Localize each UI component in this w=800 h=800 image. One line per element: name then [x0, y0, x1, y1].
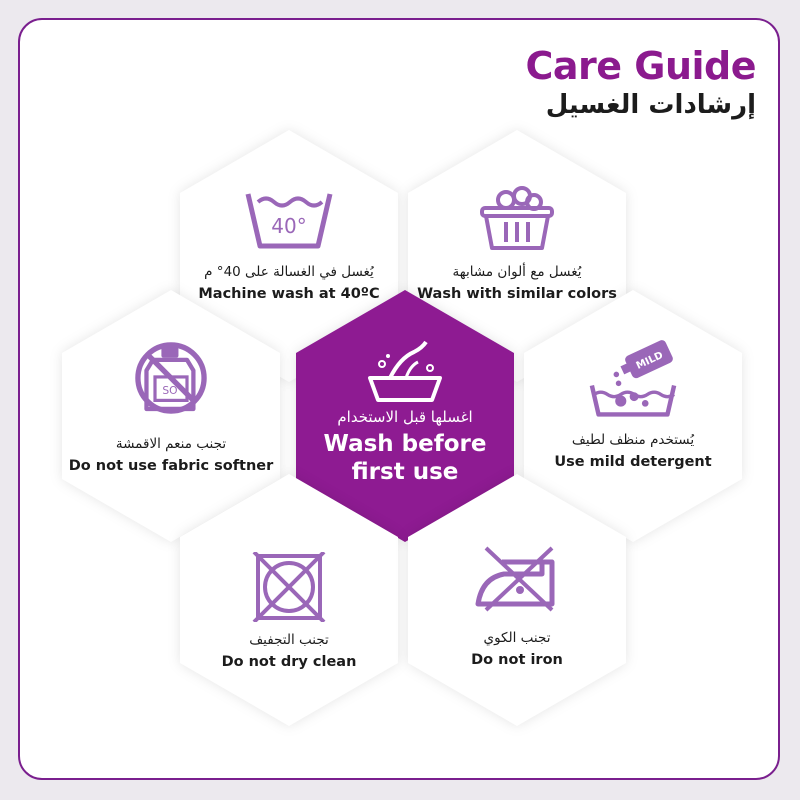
- first-use-label-line1: Wash before: [323, 431, 487, 457]
- tile-iron: تجنب الكوي Do not iron: [408, 474, 626, 726]
- iron-label-ar: تجنب الكوي: [483, 630, 551, 646]
- tile-fabric-softener: SO تجنب منعم الاقمشة Do not use fabric s…: [62, 290, 280, 542]
- svg-text:SO: SO: [162, 384, 177, 397]
- hand-wash-basin-icon: [368, 340, 442, 402]
- laundry-basket-icon: [480, 186, 554, 250]
- dry-clean-label: Do not dry clean: [221, 654, 357, 670]
- no-dry-clean-icon: [252, 552, 326, 622]
- fabric-softener-label: Do not use fabric softner: [68, 458, 274, 474]
- first-use-label-line2: first use: [351, 459, 459, 485]
- page-title: Care Guide: [525, 44, 756, 88]
- similar-colors-label: Wash with similar colors: [417, 286, 617, 302]
- dry-clean-label-ar: تجنب التجفيف: [249, 632, 329, 648]
- no-fabric-softener-icon: SO: [135, 342, 207, 414]
- fabric-softener-label-ar: تجنب منعم الاقمشة: [115, 436, 227, 452]
- tile-dry-clean: تجنب التجفيف Do not dry clean: [180, 474, 398, 726]
- similar-colors-label-ar: يُغسل مع ألوان مشابهة: [452, 264, 582, 280]
- no-iron-icon: [475, 546, 555, 612]
- mild-detergent-label: Use mild detergent: [554, 454, 712, 470]
- wash-tub-40-icon: 40°: [245, 193, 333, 249]
- first-use-label: Wash before first use: [296, 430, 514, 486]
- tile-mild-detergent: MILD يُستخدم منظف لطيف Use mild detergen…: [524, 290, 742, 542]
- mild-detergent-label-ar: يُستخدم منظف لطيف: [571, 432, 695, 448]
- svg-text:40°: 40°: [271, 214, 306, 238]
- first-use-label-ar: اغسلها قبل الاستخدام: [337, 408, 473, 426]
- machine-wash-label-ar: يُغسل في الغسالة على 40° م: [204, 264, 374, 280]
- mild-detergent-icon: MILD: [589, 340, 677, 417]
- machine-wash-label: Machine wash at 40ºC: [198, 286, 380, 302]
- iron-label: Do not iron: [471, 652, 563, 668]
- page-subtitle-arabic: إرشادات الغسيل: [545, 90, 756, 120]
